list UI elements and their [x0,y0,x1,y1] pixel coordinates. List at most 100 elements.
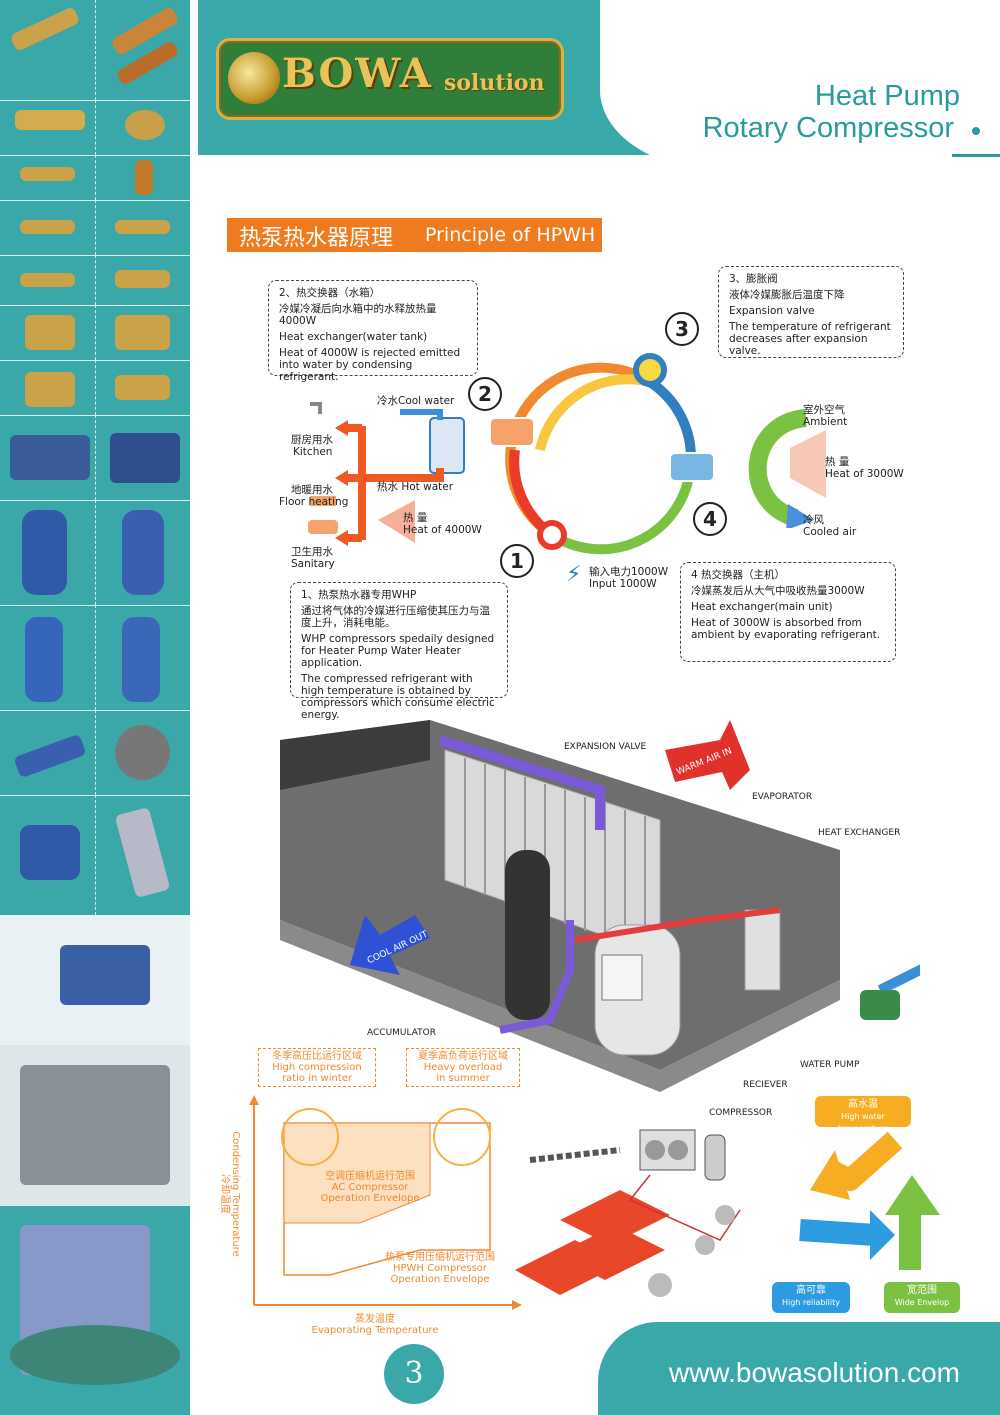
step-number-1: 1 [500,544,534,578]
sidebar-row [0,100,190,156]
badge-wide-cn: 宽范围 [907,1285,937,1296]
hot-water-label: 热水 Hot water [377,481,454,493]
installation-sketch [515,1129,741,1297]
cooled-en: Cooled air [803,526,857,538]
box1-cn-title: 1、热泵热水器专用WHP [301,589,417,601]
website-url[interactable]: www.bowasolution.com [668,1357,960,1388]
badge-reliable-en: High reliability [782,1298,840,1307]
label-water-pump: WATER PUMP [800,1060,860,1070]
kitchen-cn: 厨房用水 [291,434,333,446]
water-circuit-graphic [308,402,465,546]
sidebar-row [0,360,190,416]
ac-cn: 空调压缩机运行范围 [325,1171,415,1182]
y-axis-en: Condensing Temperature [230,1131,241,1257]
sanitary-en: Sanitary [291,558,335,570]
box2-cn-desc: 冷媒冷凝后向水箱中的水释放热量4000W [279,303,437,327]
box1-cn-desc: 通过将气体的冷媒进行压缩使其压力与温度上升，消耗电能。 [301,605,490,629]
solenoid-thumbnail [25,372,75,407]
logo-sub: solution [444,70,545,96]
sidebar-row [0,795,190,916]
info-box-compressor: 1、热泵热水器专用WHP 通过将气体的冷媒进行压缩使其压力与温度上升，消耗电能。… [290,582,508,721]
heat-left-cn: 热 量 [403,512,428,524]
sidebar-row [0,0,190,101]
step-number-2: 2 [468,377,502,411]
badge-high-temp-en: High water temperature [837,1112,889,1133]
receiver-thumbnail [122,617,160,702]
unit-thumbnail [60,945,150,1005]
summer-callout: 夏季高负荷运行区域 Heavy overload in summer [406,1048,520,1087]
badge-high-temp: 高水温 High water temperature [815,1096,911,1133]
sidebar-row [0,915,190,1046]
sanitary-cn: 卫生用水 [291,546,333,558]
heat-exchanger-thumbnail [114,806,171,899]
box4-cn-desc: 冷媒蒸发后从大气中吸收热量3000W [691,585,865,597]
operation-envelope-chart [249,1095,522,1310]
footer-band [598,1322,1000,1415]
ac-en2: Operation Envelope [320,1193,420,1204]
label-accumulator: ACCUMULATOR [367,1028,437,1038]
box4-cn-title: 4 热交换器（主机） [691,569,786,581]
box3-cn-desc: 液体冷媒膨胀后温度下降 [729,289,845,301]
sidebar-row [0,255,190,306]
winter-cn: 冬季高压比运行区域 [272,1051,362,1062]
heat-right-en: Heat of 3000W [825,468,904,480]
box2-cn-title: 2、热交换器（水箱） [279,287,381,299]
winter-en1: High compression [272,1062,362,1073]
ac-envelope-label: 空调压缩机运行范围 AC Compressor Operation Envelo… [300,1171,440,1204]
header-wave [600,0,1000,170]
advantages-cycle-arrows [799,1131,940,1270]
box4-en-desc: Heat of 3000W is absorbed from ambient b… [691,617,881,641]
solenoid-thumbnail [115,315,170,350]
filter-thumbnail [20,167,75,181]
badge-wide-en: Wide Envelop [894,1298,950,1307]
info-box-heat-exchanger-main: 4 热交换器（主机） 冷媒蒸发后从大气中吸收热量3000W Heat excha… [680,562,896,662]
box3-en-title: Expansion valve [729,305,815,317]
badge-reliable: 高可靠 High reliability [772,1282,850,1313]
banner-cn: 热泵热水器原理 [239,226,394,251]
hpwh-en2: Operation Envelope [390,1274,490,1285]
page-title-line1: Heat Pump [814,80,960,112]
box2-en-title: Heat exchanger(water tank) [279,331,428,343]
floor-en: Floor heating [279,496,349,508]
filter-drier-thumbnail [13,733,87,779]
sight-glass-thumbnail [15,110,85,130]
banner-en: Principle of HPWH [425,224,596,246]
label-expansion-valve: EXPANSION VALVE [564,742,647,752]
sidebar-row [0,415,190,501]
fan-thumbnail [115,725,170,780]
info-box-heat-exchanger-tank: 2、热交换器（水箱） 冷媒冷凝后向水箱中的水释放热量4000W Heat exc… [268,280,478,383]
winter-callout: 冬季高压比运行区域 High compression ratio in wint… [258,1048,376,1087]
sidebar-row [0,155,190,201]
winter-en2: ratio in winter [281,1073,352,1084]
label-heat-exchanger: HEAT EXCHANGER [818,828,901,838]
logo-coin-icon [228,52,280,104]
heat-exchanger-thumbnail [20,825,80,880]
unit-base-thumbnail [10,1325,180,1385]
cooled-cn: 冷风 [803,514,824,526]
ambient-air-arrows [748,409,826,528]
sidebar-row [0,605,190,711]
x-axis-label: 蒸发温度 Evaporating Temperature [300,1314,450,1336]
cool-water-label: 冷水Cool water [377,395,455,407]
y-axis-cn: 冷却温度 [219,1174,230,1214]
title-dot [972,127,980,135]
valve-thumbnail [20,273,75,287]
ambient-en: Ambient [803,416,848,428]
box1-en-p2: The compressed refrigerant with high tem… [301,673,495,721]
separator-thumbnail [110,433,180,483]
hpwh-en1: HPWH Compressor [392,1263,488,1274]
box3-en-desc: The temperature of refrigerant decreases… [729,321,891,357]
solenoid-thumbnail [25,315,75,350]
x-axis-cn: 蒸发温度 [355,1314,395,1325]
hpwh-cn: 热泵专用压缩机运行范围 [385,1252,495,1263]
floor-cn: 地暖用水 [291,484,333,496]
section-banner: 热泵热水器原理 Principle of HPWH [227,218,602,252]
valve-thumbnail [20,220,75,234]
logo-main: BOWA [282,50,433,97]
badge-reliable-cn: 高可靠 [796,1285,826,1296]
x-axis-en: Evaporating Temperature [311,1325,439,1336]
solenoid-thumbnail [115,375,170,400]
logo-frame [216,38,564,120]
unit-thumbnail [20,1065,170,1185]
separator-thumbnail [10,435,90,480]
